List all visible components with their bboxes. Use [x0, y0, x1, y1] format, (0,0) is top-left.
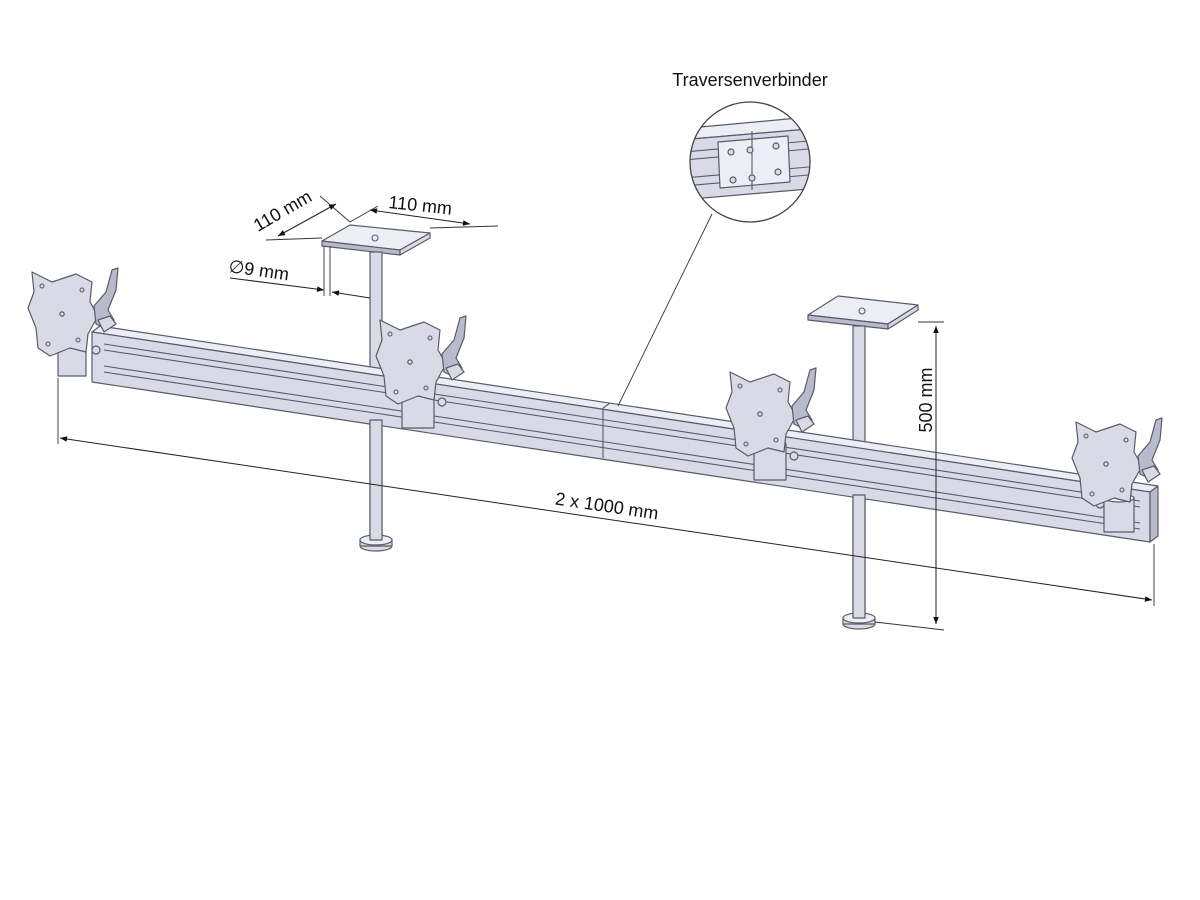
callout-label: Traversenverbinder — [672, 70, 827, 90]
length-label: 2 x 1000 mm — [554, 489, 660, 524]
vesa-mount-2 — [375, 315, 467, 429]
connector-detail-callout: Traversenverbinder — [617, 70, 828, 407]
hole-diameter-label: ∅9 mm — [227, 256, 290, 284]
vesa-mount-1 — [27, 267, 119, 377]
dimension-plate-depth: 110 mm — [250, 186, 351, 241]
height-label: 500 mm — [916, 367, 936, 432]
plate-depth-label: 110 mm — [250, 186, 315, 235]
plate-width-label: 110 mm — [388, 192, 453, 219]
dimension-plate-width: 110 mm — [349, 192, 499, 229]
dimension-hole-diameter: ∅9 mm — [227, 246, 371, 299]
